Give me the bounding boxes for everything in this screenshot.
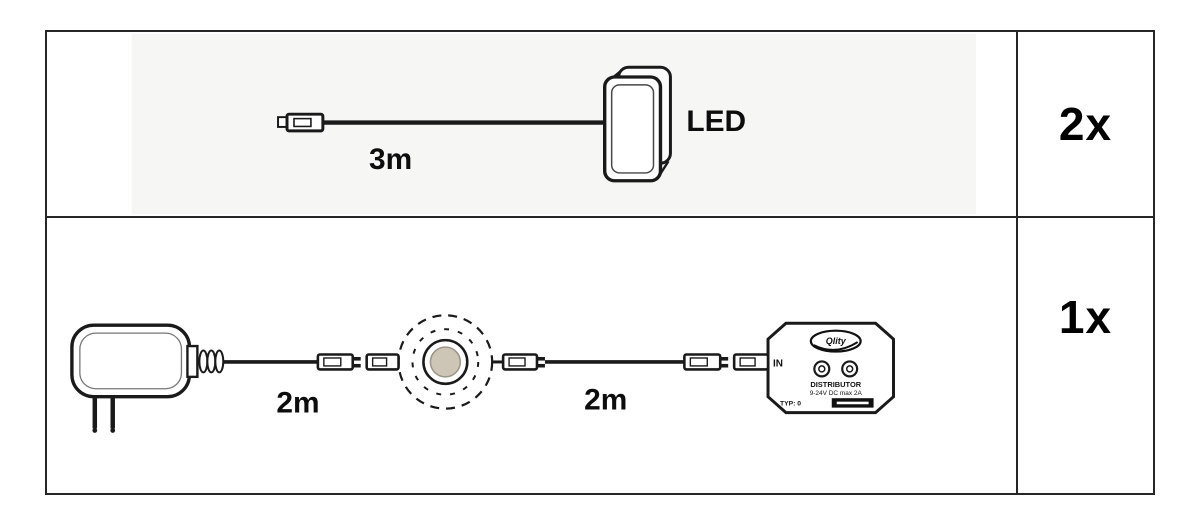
distributor-icon: Qlity DISTRIBUTOR 9-24V DC max 2A TYP: 0 bbox=[766, 321, 895, 415]
led-light-icon bbox=[603, 65, 672, 183]
in-port-label: IN bbox=[773, 358, 783, 369]
row1-quantity-cell: 2x bbox=[1018, 32, 1153, 218]
led-cable-diagram: 3m LED bbox=[131, 33, 977, 215]
distributor-type: TYP: 0 bbox=[780, 401, 801, 408]
brand-logo-text: Qlity bbox=[826, 336, 847, 346]
parts-table: 3m LED 2x bbox=[45, 30, 1155, 495]
power-adapter-icon bbox=[70, 323, 225, 433]
distributor-spec: 9-24V DC max 2A bbox=[810, 390, 863, 397]
cable1-length-label: 2m bbox=[276, 387, 319, 420]
quantity-badge: 1x bbox=[1058, 291, 1113, 343]
row2-diagram-cell: Qlity DISTRIBUTOR 9-24V DC max 2A TYP: 0 bbox=[47, 218, 1018, 493]
row1-diagram-cell: 3m LED bbox=[47, 32, 1018, 218]
connector-icon bbox=[501, 353, 545, 371]
connector-pair-icon bbox=[683, 353, 770, 371]
row2-quantity-cell: 1x bbox=[1018, 218, 1153, 493]
distributor-title: DISTRIBUTOR bbox=[810, 380, 861, 389]
cable2-length-label: 2m bbox=[584, 384, 627, 417]
connector-pair-icon bbox=[316, 353, 400, 371]
led-label: LED bbox=[686, 105, 746, 138]
quantity-badge: 2x bbox=[1058, 98, 1113, 150]
cable-length-label: 3m bbox=[369, 143, 412, 176]
mini-plug-connector-icon bbox=[277, 112, 325, 133]
touch-sensor-icon bbox=[397, 314, 494, 410]
power-kit-diagram: Qlity DISTRIBUTOR 9-24V DC max 2A TYP: 0 bbox=[70, 314, 895, 433]
